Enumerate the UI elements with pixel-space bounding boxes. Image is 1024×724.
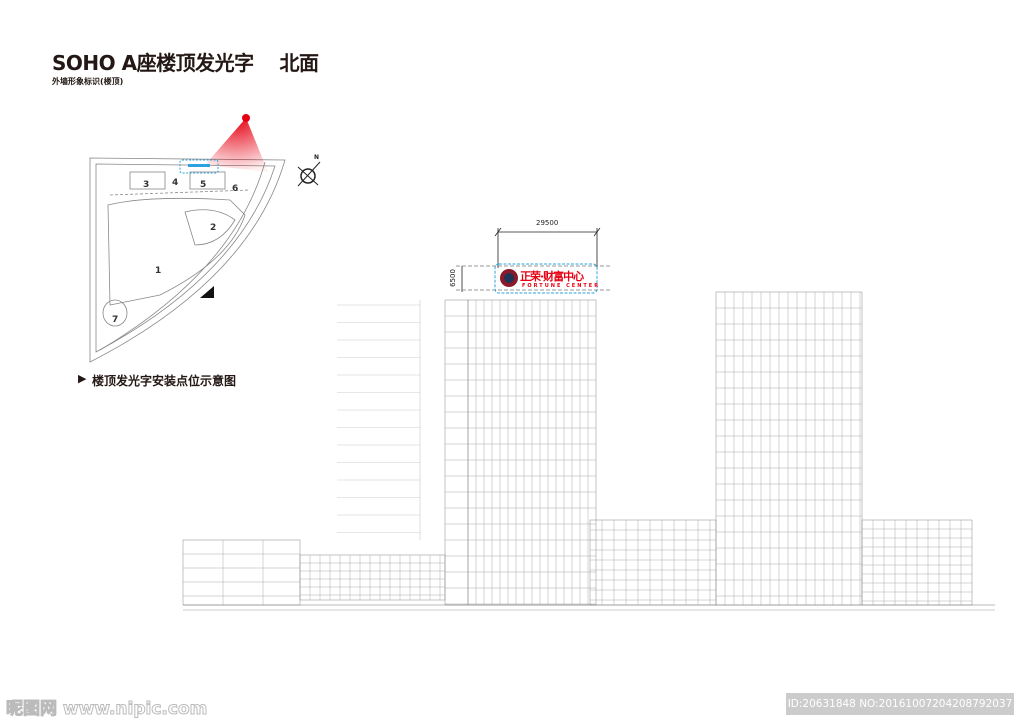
label-building-1: 1 — [155, 266, 161, 276]
sign-height-dimension: 6500 — [448, 269, 457, 287]
site-labels: 1 2 3 4 5 6 7 — [112, 178, 238, 325]
viewpoint-marker — [242, 114, 250, 122]
label-building-7: 7 — [112, 315, 118, 325]
sign-highlight — [494, 263, 598, 294]
sign-text-en: FORTUNE CENTER — [522, 283, 601, 289]
entrance-marker-icon — [200, 286, 214, 298]
north-label: N — [314, 154, 320, 161]
watermark-id: ID:20631848 NO:20161007204208792037 — [786, 693, 1014, 715]
watermark-site: 昵图网 www.nipic.com — [5, 699, 208, 720]
building-7 — [102, 299, 128, 327]
label-building-5: 5 — [200, 180, 206, 190]
label-building-3: 3 — [143, 180, 149, 190]
site-plan-caption: 楼顶发光字安装点位示意图 — [92, 374, 237, 388]
label-building-2: 2 — [210, 223, 216, 233]
building-3 — [129, 171, 166, 190]
building-2 — [184, 209, 236, 246]
sign-text-cn: 正荣·财富中心 — [520, 270, 584, 283]
site-boundary — [89, 157, 286, 363]
north-elevation — [182, 291, 995, 611]
viewpoint-cone — [205, 118, 268, 172]
sign-width-dimension: 29500 — [536, 219, 559, 227]
sign-logo-icon — [500, 269, 518, 287]
page-subtitle: 外墙形象标识(楼顶) — [52, 77, 124, 86]
page-title: SOHO A座楼顶发光字 北面 — [52, 51, 319, 75]
building-5 — [189, 171, 226, 190]
site-plan — [89, 157, 286, 363]
building-1 — [107, 197, 246, 306]
label-building-6: 6 — [232, 184, 238, 194]
north-arrow-icon — [297, 161, 321, 187]
label-building-4: 4 — [172, 178, 178, 188]
dimension-lines — [456, 227, 612, 292]
caption-marker-icon: ▶ — [78, 372, 87, 385]
